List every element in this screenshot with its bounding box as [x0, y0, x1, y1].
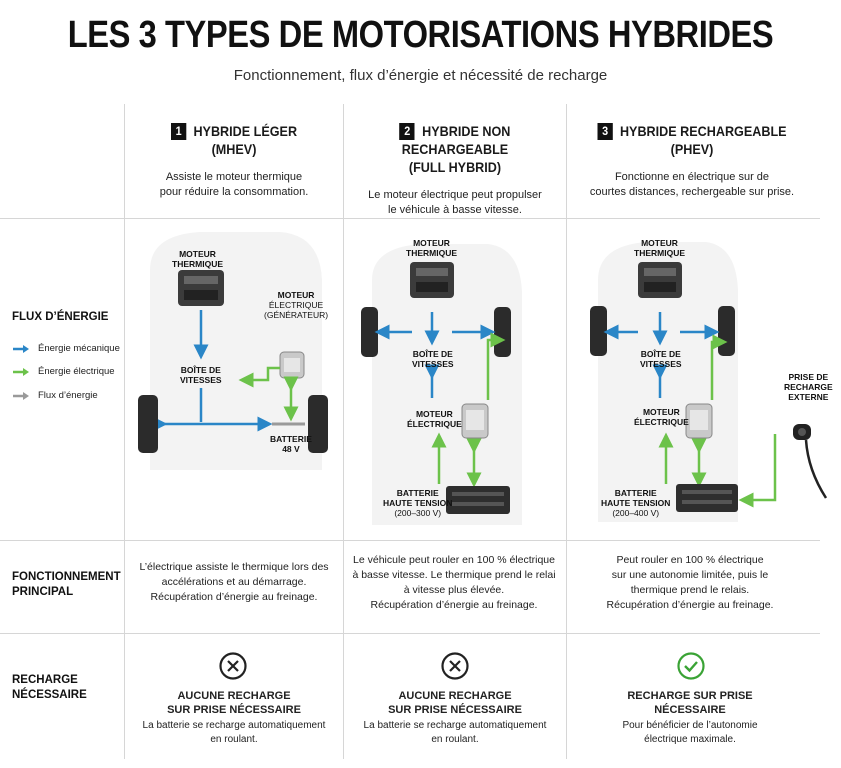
grid-divider [343, 104, 344, 759]
fonct-text-mhev: L’électrique assiste le thermique lors d… [139, 561, 329, 603]
legend-mechanical: Énergie mécanique [12, 343, 120, 354]
blue-arrow-icon [13, 344, 29, 353]
elec-arrow [738, 434, 777, 508]
legend-label: Énergie mécanique [38, 343, 120, 354]
engine-icon [178, 270, 224, 306]
column-desc: Fonctionne en électrique sur de [614, 171, 770, 183]
row-label-line: PRINCIPAL [12, 586, 74, 598]
grid-divider [0, 218, 820, 219]
column-abbr: (PHEV) [670, 141, 714, 157]
row-label-flux: FLUX D’ÉNERGIE [12, 311, 109, 323]
row-label-fonctionnement: FONCTIONNEMENT PRINCIPAL [12, 570, 121, 600]
electric-motor-icon [461, 403, 489, 439]
column-desc: Le moteur électrique peut propulser [368, 189, 542, 201]
wheel [361, 307, 378, 357]
gray-arrow-icon [13, 391, 29, 400]
page-subtitle: Fonctionnement, flux d’énergie et nécess… [233, 67, 608, 84]
x-circle-icon [219, 652, 247, 680]
column-abbr: (MHEV) [211, 141, 257, 157]
column-name: HYBRIDE LÉGER [193, 123, 298, 139]
car-silhouette [372, 244, 522, 525]
electric-motor-icon [685, 403, 713, 439]
wheel [138, 395, 158, 453]
legend-label: Flux d’énergie [38, 390, 98, 401]
wheel [590, 306, 607, 356]
engine-icon [638, 262, 682, 298]
battery-icon [676, 484, 738, 512]
column-desc: le véhicule à basse vitesse. [388, 204, 522, 216]
row-label-line: NÉCESSAIRE [12, 689, 87, 701]
column-header-mhev: 1 HYBRIDE LÉGER (MHEV) Assiste le moteur … [125, 122, 343, 200]
green-arrow-icon [13, 367, 29, 376]
elec-arrow [486, 332, 506, 400]
diagram-full-hybrid [361, 244, 522, 525]
legend-label: Énergie électrique [38, 366, 115, 377]
charging-plug-icon [793, 424, 828, 499]
column-number-badge: 2 [399, 123, 415, 140]
column-abbr: (FULL HYBRID) [408, 159, 502, 175]
check-circle-icon [677, 652, 705, 680]
wheel [308, 395, 328, 453]
grid-divider [0, 540, 820, 541]
row-label-recharge: RECHARGE NÉCESSAIRE [12, 673, 87, 703]
grid-divider [124, 104, 125, 759]
elec-arrow [238, 366, 280, 388]
fonct-text-full-hybrid: Le véhicule peut rouler en 100 % électri… [352, 554, 556, 611]
wheel [718, 306, 735, 356]
electric-motor-icon [279, 351, 305, 379]
row-label-line: FONCTIONNEMENT [12, 571, 121, 583]
column-desc: courtes distances, rechergeable sur pris… [589, 186, 795, 198]
column-name: HYBRIDE RECHARGEABLE [619, 123, 787, 139]
battery-icon [446, 486, 510, 514]
column-header-phev: 3 HYBRIDE RECHARGEABLE (PHEV) Fonctionne … [567, 122, 817, 200]
column-desc: pour réduire la consommation. [159, 186, 309, 198]
column-name: HYBRIDE NON RECHARGEABLE [401, 123, 511, 157]
wheel [494, 307, 511, 357]
engine-icon [410, 262, 454, 298]
column-number-badge: 3 [597, 123, 613, 140]
column-number-badge: 1 [170, 123, 187, 140]
elec-arrow [710, 334, 728, 400]
page-title: LES 3 TYPES DE MOTORISATIONS HYBRIDES [67, 14, 774, 56]
legend-flux: Flux d’énergie [12, 390, 98, 401]
diagram-phev [590, 242, 828, 522]
row-label-line: RECHARGE [12, 674, 78, 686]
diagram-mhev [138, 232, 328, 470]
column-desc: Assiste le moteur thermique [165, 171, 303, 183]
grid-divider [566, 104, 567, 759]
x-circle-icon [441, 652, 469, 680]
grid-divider [0, 633, 820, 634]
legend-electrical: Énergie électrique [12, 366, 115, 377]
